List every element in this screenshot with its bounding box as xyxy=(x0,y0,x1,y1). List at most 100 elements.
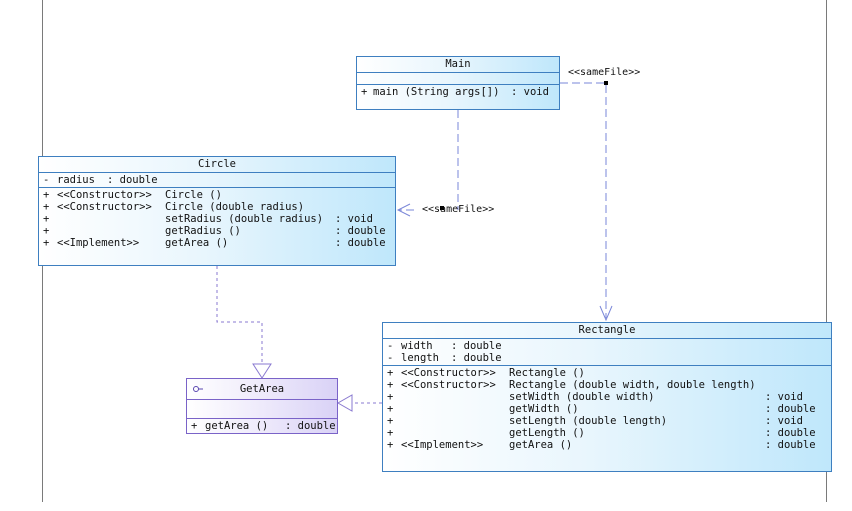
method-visibility: + xyxy=(387,439,394,451)
method-stereotype: <<Constructor>> xyxy=(401,379,496,391)
field-visibility: - xyxy=(387,352,394,364)
method-visibility: + xyxy=(43,237,50,249)
method-signature: Circle () xyxy=(165,189,222,201)
main-circle-anchor xyxy=(440,206,444,210)
field-name: width xyxy=(401,340,433,352)
class-main-methods: + main (String args[]) : void xyxy=(357,85,559,99)
field-name: length xyxy=(401,352,439,364)
interface-getarea-methods: + getArea () : double xyxy=(187,419,337,433)
method-visibility: + xyxy=(361,86,368,98)
method-return-type: : double xyxy=(765,427,816,439)
class-circle-methods: + <<Constructor>> Circle () + <<Construc… xyxy=(39,188,395,250)
circle-getarea-triangle xyxy=(252,363,272,379)
right-border-line xyxy=(826,0,827,502)
method-signature: getLength () xyxy=(509,427,585,439)
method-visibility: + xyxy=(43,189,50,201)
method-row: + setLength (double length) : void xyxy=(387,415,827,427)
method-signature: getWidth () xyxy=(509,403,579,415)
method-row: + main (String args[]) : void xyxy=(361,86,555,98)
interface-getarea[interactable]: GetArea + getArea () : double xyxy=(186,378,338,434)
main-circle-arrowhead xyxy=(396,203,411,217)
field-row: - width : double xyxy=(387,340,827,352)
interface-getarea-name: GetArea xyxy=(239,383,285,395)
class-main-name: Main xyxy=(357,57,559,73)
method-visibility: + xyxy=(191,420,198,432)
field-type: : double xyxy=(451,352,502,364)
method-return-type: : double xyxy=(335,237,386,249)
method-signature: Rectangle (double width, double length) xyxy=(509,379,756,391)
method-visibility: + xyxy=(387,379,394,391)
method-return-type: : void xyxy=(335,213,373,225)
class-rectangle-fields: - width : double - length : double xyxy=(383,339,831,366)
method-row: + <<Constructor>> Circle (double radius) xyxy=(43,201,391,213)
method-return-type: : double xyxy=(765,439,816,451)
method-signature: setLength (double length) xyxy=(509,415,668,427)
method-visibility: + xyxy=(43,213,50,225)
method-signature: setRadius (double radius) xyxy=(165,213,324,225)
method-stereotype: <<Constructor>> xyxy=(57,201,152,213)
method-visibility: + xyxy=(387,367,394,379)
class-main[interactable]: Main + main (String args[]) : void xyxy=(356,56,560,110)
method-row: + <<Implement>> getArea () : double xyxy=(387,439,827,451)
field-visibility: - xyxy=(43,174,50,186)
rectangle-getarea-triangle xyxy=(336,394,353,412)
method-signature: getArea () xyxy=(205,420,269,432)
method-row: + <<Constructor>> Rectangle () xyxy=(387,367,827,379)
class-circle-name: Circle xyxy=(39,157,395,173)
method-row: + <<Constructor>> Circle () xyxy=(43,189,391,201)
method-stereotype: <<Constructor>> xyxy=(57,189,152,201)
main-rectangle-anchor xyxy=(604,81,608,85)
method-visibility: + xyxy=(387,415,394,427)
field-row: - length : double xyxy=(387,352,827,364)
field-name: radius xyxy=(57,174,95,186)
interface-lollipop-icon xyxy=(193,386,203,392)
class-rectangle-name: Rectangle xyxy=(383,323,831,339)
method-signature: Circle (double radius) xyxy=(165,201,305,213)
class-rectangle[interactable]: Rectangle - width : double - length : do… xyxy=(382,322,832,472)
method-row: + getLength () : double xyxy=(387,427,827,439)
interface-getarea-fields xyxy=(187,400,337,419)
method-visibility: + xyxy=(43,225,50,237)
method-row: + <<Constructor>> Rectangle (double widt… xyxy=(387,379,827,391)
method-row: + getWidth () : double xyxy=(387,403,827,415)
method-return-type: : void xyxy=(765,415,803,427)
method-stereotype: <<Implement>> xyxy=(57,237,140,249)
class-circle-fields: - radius : double xyxy=(39,173,395,188)
method-stereotype: <<Constructor>> xyxy=(401,367,496,379)
field-type: : double xyxy=(451,340,502,352)
method-signature: Rectangle () xyxy=(509,367,585,379)
field-row: - radius : double xyxy=(43,174,391,186)
circle-getarea-realization-line xyxy=(216,266,263,364)
method-signature: main (String args[]) xyxy=(373,86,500,98)
method-return-type: : void xyxy=(511,86,549,98)
field-type: : double xyxy=(107,174,158,186)
method-signature: getArea () xyxy=(165,237,229,249)
field-visibility: - xyxy=(387,340,394,352)
main-circle-stereotype-label: <<sameFile>> xyxy=(422,204,495,215)
interface-getarea-header: GetArea xyxy=(187,379,337,400)
method-return-type: : double xyxy=(285,420,336,432)
method-visibility: + xyxy=(43,201,50,213)
method-visibility: + xyxy=(387,403,394,415)
method-row: + setRadius (double radius) : void xyxy=(43,213,391,225)
method-return-type: : double xyxy=(335,225,386,237)
class-rectangle-methods: + <<Constructor>> Rectangle () + <<Const… xyxy=(383,366,831,452)
main-rectangle-arrowhead xyxy=(599,305,613,322)
method-stereotype: <<Implement>> xyxy=(401,439,484,451)
method-visibility: + xyxy=(387,391,394,403)
method-return-type: : double xyxy=(765,403,816,415)
method-signature: getRadius () xyxy=(165,225,241,237)
method-row: + getArea () : double xyxy=(191,420,336,432)
method-row: + setWidth (double width) : void xyxy=(387,391,827,403)
method-visibility: + xyxy=(387,427,394,439)
method-signature: getArea () xyxy=(509,439,573,451)
class-main-fields xyxy=(357,73,559,85)
method-return-type: : void xyxy=(765,391,803,403)
method-row: + <<Implement>> getArea () : double xyxy=(43,237,391,249)
method-signature: setWidth (double width) xyxy=(509,391,655,403)
class-circle[interactable]: Circle - radius : double + <<Constructor… xyxy=(38,156,396,266)
method-row: + getRadius () : double xyxy=(43,225,391,237)
main-rectangle-stereotype-label: <<sameFile>> xyxy=(568,67,641,78)
